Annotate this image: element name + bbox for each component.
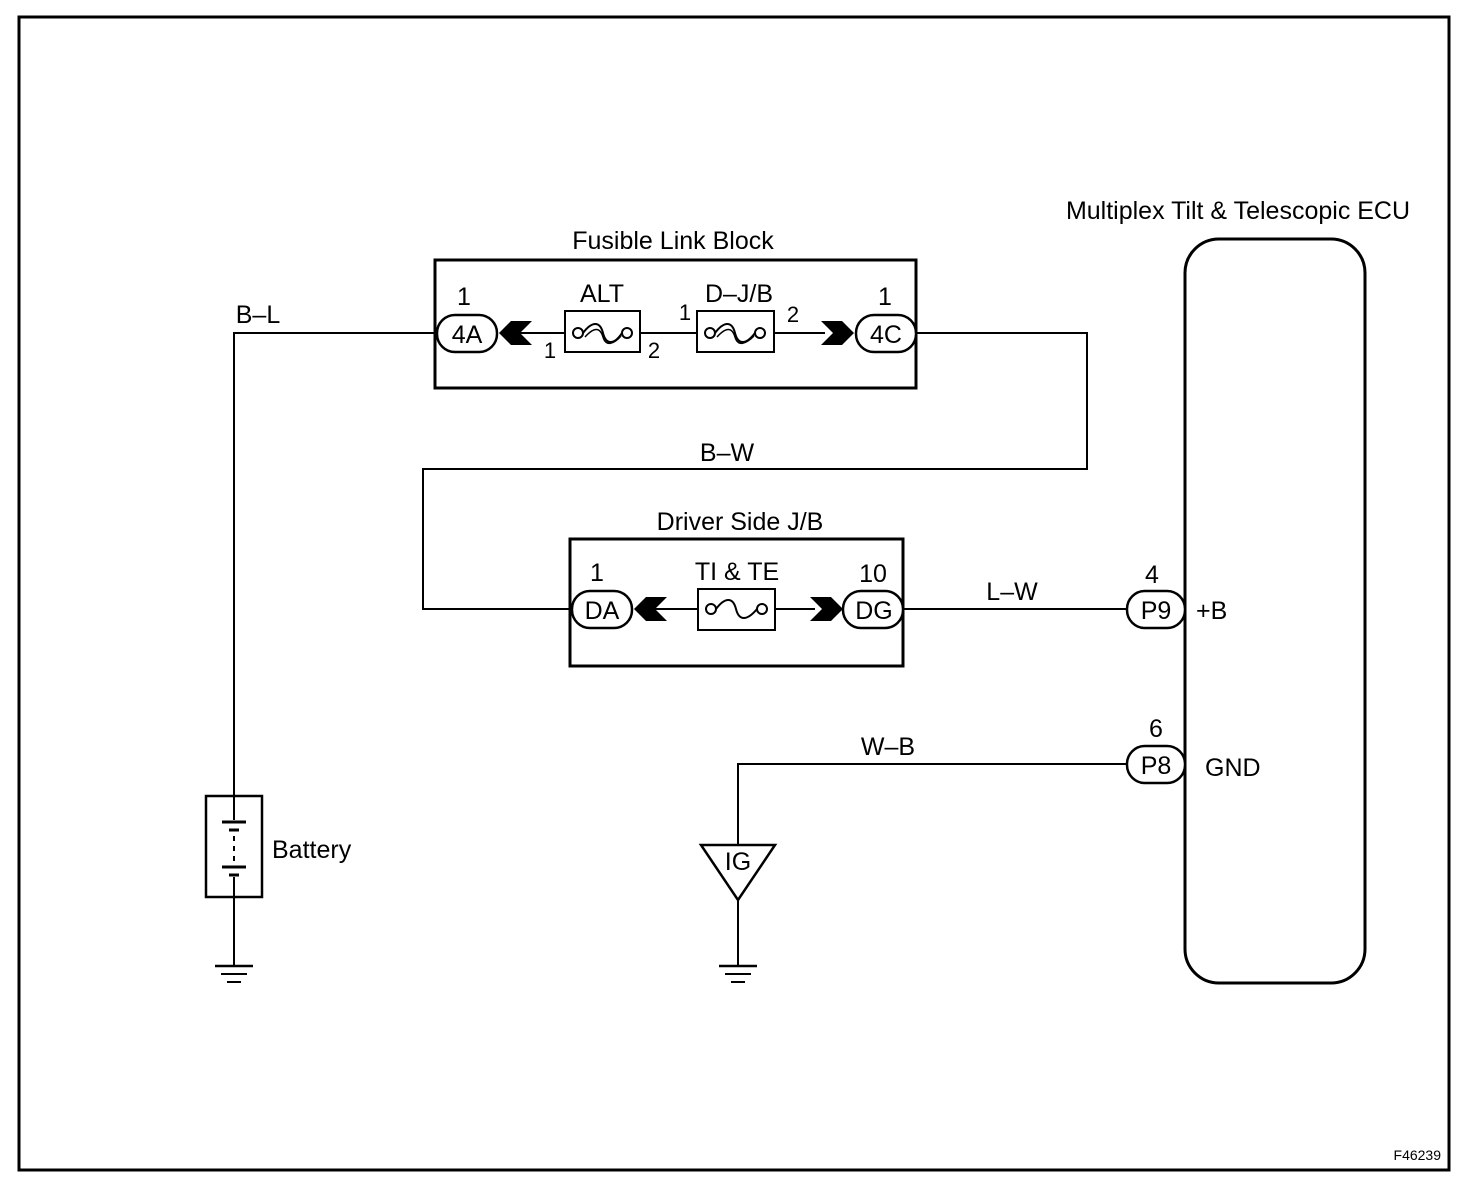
ecu-title: Multiplex Tilt & Telescopic ECU: [1066, 197, 1410, 225]
connector-p9: [1125, 589, 1187, 630]
connector-p8: [1125, 744, 1187, 785]
connector-p8-pin: 6: [1149, 715, 1163, 743]
wire-b-l: [233, 332, 437, 795]
terminal-gnd: GND: [1205, 754, 1261, 782]
fuse-d-jb-pin-right: 2: [787, 302, 799, 327]
connector-dg-label: DG: [855, 597, 893, 625]
ground-icon: [719, 964, 757, 983]
wire-label-b-w: B–W: [700, 439, 755, 467]
connector-4c-pin: 1: [878, 283, 892, 311]
ig-label: IG: [725, 848, 751, 876]
battery-cell-icon: [222, 796, 246, 897]
fuse-d-jb-pin-left: 1: [679, 300, 691, 325]
ground-icon: [215, 964, 253, 983]
fusible-link-block: [433, 258, 918, 390]
connector-dg-pin: 10: [859, 560, 887, 588]
connector-4c: [854, 313, 918, 354]
connector-p8-label: P8: [1141, 752, 1172, 780]
wire-w-b: [737, 763, 1127, 845]
connector-4c-label: 4C: [870, 321, 902, 349]
connector-4a-label: 4A: [452, 321, 483, 349]
connector-4a-pin: 1: [457, 283, 471, 311]
connector-p9-label: P9: [1141, 597, 1172, 625]
fusible-link-alt-icon: [572, 323, 633, 344]
figure-id: F46239: [1394, 1147, 1442, 1163]
battery-label: Battery: [272, 836, 352, 864]
fuse-alt-pin-left: 1: [544, 338, 556, 363]
connector-dg-chevron-icon: [810, 597, 843, 621]
fuse-d-jb-label: D–J/B: [705, 280, 773, 308]
diagram-frame: [17, 15, 1451, 1172]
ig-ground-point-icon: [698, 843, 778, 903]
wire-label-l-w: L–W: [986, 578, 1038, 606]
connector-4c-chevron-icon: [821, 321, 854, 345]
fusible-link-block-title: Fusible Link Block: [572, 227, 774, 255]
connector-da: [570, 589, 634, 630]
connector-da-pin: 1: [590, 559, 604, 587]
fusible-link-d-jb-icon: [704, 323, 766, 344]
connector-da-label: DA: [585, 597, 620, 625]
connector-4a: [435, 313, 499, 354]
connector-p9-pin: 4: [1145, 561, 1159, 589]
wire-b-w: [422, 332, 1088, 610]
wire-label-w-b: W–B: [861, 733, 915, 761]
fuse-alt-label: ALT: [580, 280, 624, 308]
connector-da-chevron-icon: [634, 597, 667, 621]
connector-4a-chevron-icon: [499, 321, 532, 345]
connector-dg: [841, 589, 905, 630]
wire-label-b-l: B–L: [236, 301, 281, 329]
fuse-ti-te-label: TI & TE: [695, 558, 779, 586]
fuse-ti-te-icon: [705, 599, 768, 619]
driver-side-jb-title: Driver Side J/B: [657, 508, 824, 536]
terminal-plus-b: +B: [1196, 597, 1227, 625]
fuse-alt-pin-right: 2: [648, 338, 660, 363]
